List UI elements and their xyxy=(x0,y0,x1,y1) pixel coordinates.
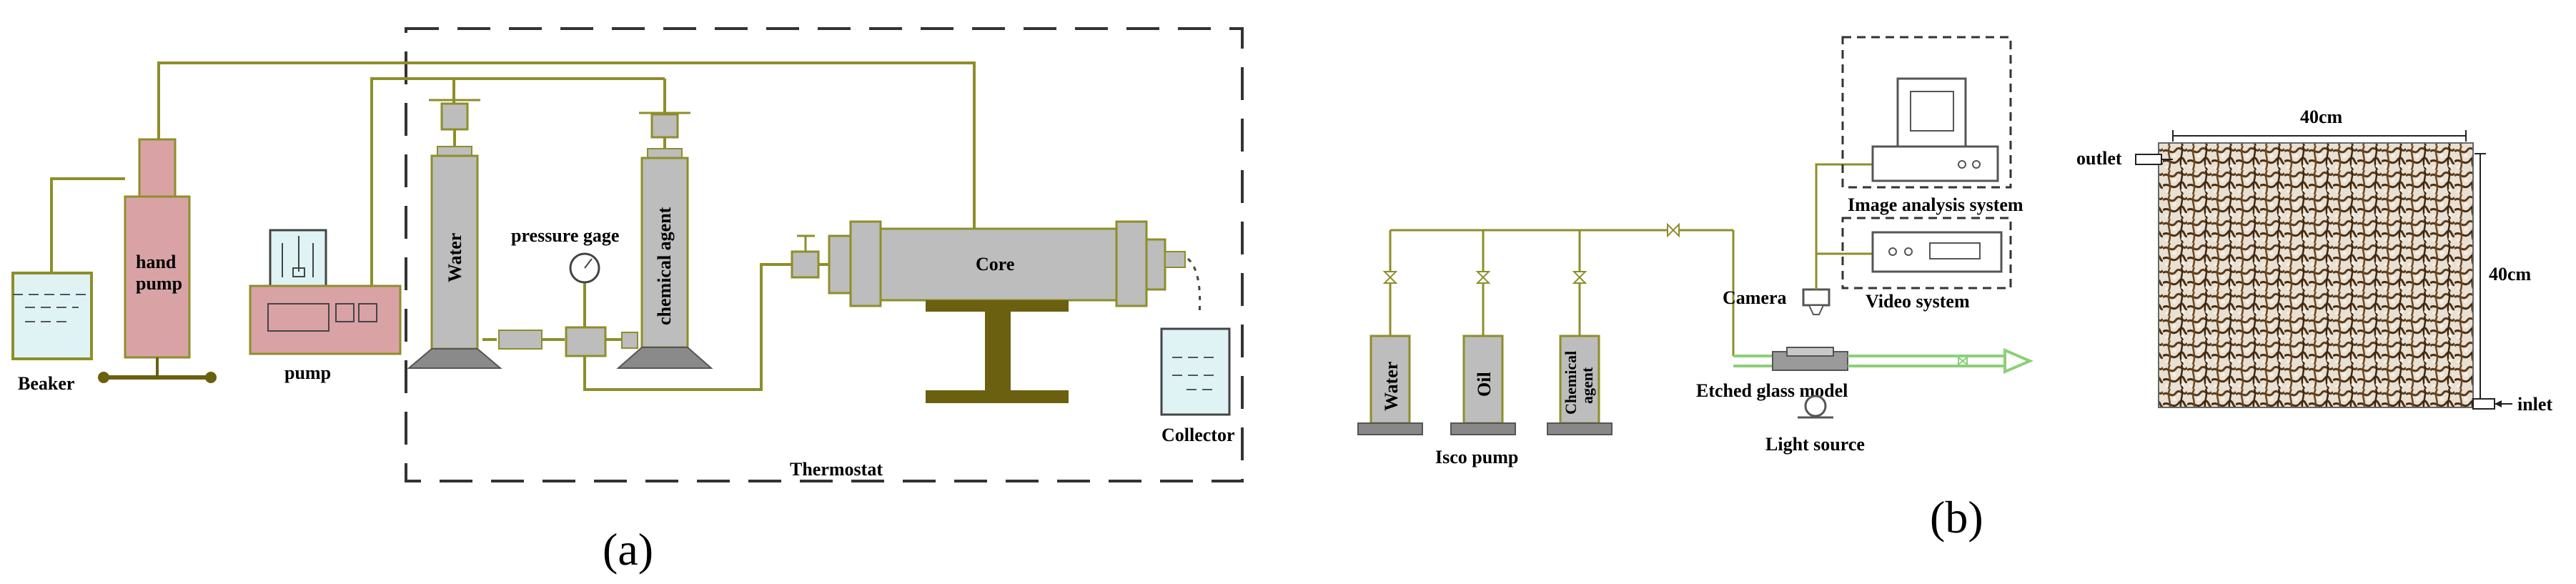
pump xyxy=(249,229,402,355)
panel-b-label: (b) xyxy=(1930,492,1983,543)
panel-b: Water Oil Chemical agent Isco pump Etche… xyxy=(1357,36,2034,543)
hand-pump xyxy=(98,138,217,383)
camera xyxy=(1802,163,1873,315)
width-40cm-label: 40cm xyxy=(2300,107,2343,127)
beaker xyxy=(11,272,93,360)
video-system xyxy=(1841,217,2012,289)
collector-label: Collector xyxy=(1161,425,1235,445)
collector xyxy=(1160,327,1231,416)
chemical-agent-vessel xyxy=(616,112,713,369)
micromodel-photo xyxy=(2135,130,2512,410)
core-holder xyxy=(828,220,1186,403)
water-label: Water xyxy=(445,233,465,282)
hand-pump-label-1: hand xyxy=(136,252,177,272)
isco-pump-chemical xyxy=(1547,335,1613,435)
valves-b xyxy=(1382,222,1680,284)
chemical-agent-label: chemical agent xyxy=(654,207,675,325)
etched-glass-model xyxy=(1733,347,2034,375)
collector-drip-line xyxy=(1187,257,1202,315)
isco-pump-water xyxy=(1357,335,1423,435)
etched-glass-label: Etched glass model xyxy=(1696,380,1848,401)
pressure-gage xyxy=(498,252,638,357)
isco-chemical-label-2: agent xyxy=(1578,367,1596,404)
inlet-label: inlet xyxy=(2517,394,2552,415)
outlet-label: outlet xyxy=(2076,148,2122,169)
pump-label: pump xyxy=(284,362,331,383)
core-label: Core xyxy=(976,254,1014,274)
panel-a-label: (a) xyxy=(603,524,653,575)
isco-oil-label: Oil xyxy=(1474,372,1495,397)
isco-pump-label: Isco pump xyxy=(1435,447,1518,467)
image-analysis-system xyxy=(1841,36,2012,189)
pressure-gage-label: pressure gage xyxy=(511,225,619,246)
light-source xyxy=(1798,395,1833,419)
isco-water-label: Water xyxy=(1381,362,1402,411)
hand-pump-label-2: pump xyxy=(136,273,182,294)
camera-label: Camera xyxy=(1723,287,1787,308)
height-40cm-label: 40cm xyxy=(2489,264,2532,284)
water-vessel xyxy=(407,99,502,369)
image-analysis-label: Image analysis system xyxy=(1848,194,2023,215)
beaker-label: Beaker xyxy=(18,373,74,394)
isco-pump-oil xyxy=(1450,335,1516,435)
thermostat-label: Thermostat xyxy=(790,459,883,480)
inlet-valve xyxy=(791,250,820,279)
video-system-label: Video system xyxy=(1866,291,1970,312)
panel-a: Beaker hand pump pump xyxy=(11,27,1244,575)
isco-chemical-label-1: Chemical xyxy=(1562,351,1580,415)
light-source-label: Light source xyxy=(1765,434,1865,455)
thermostat-box xyxy=(405,27,1244,482)
